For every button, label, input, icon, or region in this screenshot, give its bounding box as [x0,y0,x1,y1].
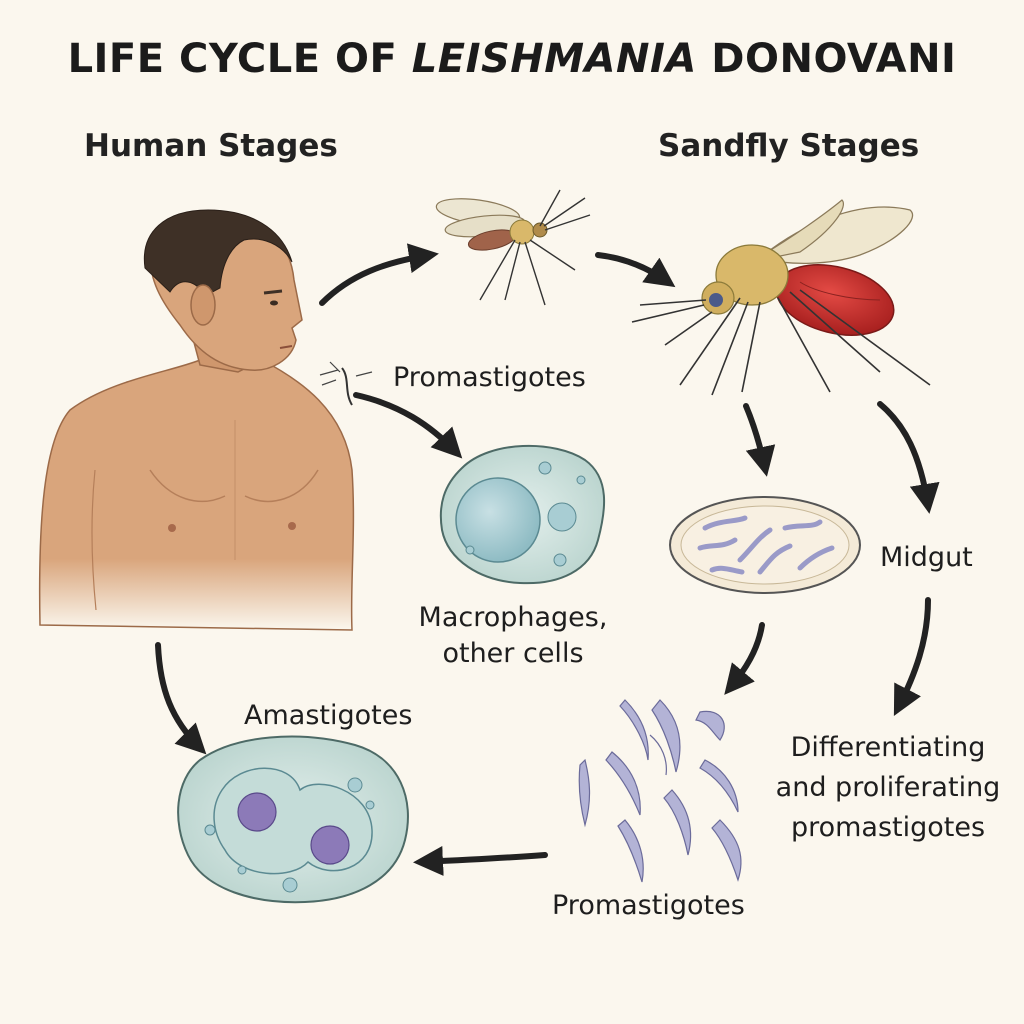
arrow-human-to-small-fly [319,243,439,306]
title-species: DONOVANI [711,36,957,82]
section-sandfly-stages: Sandfly Stages [658,128,920,164]
arrow-human-to-amastigote [155,642,207,755]
label-differentiating: Differentiating and proliferating promas… [762,728,1014,848]
label-differentiating-line2: and proliferating [775,772,1001,803]
section-human-stages: Human Stages [84,128,338,164]
amastigote-cell [177,735,409,904]
arrow-small-fly-to-large-fly [595,252,676,288]
label-midgut: Midgut [880,542,973,573]
label-promastigotes-injected: Promastigotes [393,362,586,393]
title-genus: LEISHMANIA [411,36,697,82]
arrow-large-fly-down-right [877,401,940,514]
arrow-right-to-differentiating [893,597,931,717]
page-title: LIFE CYCLE OF LEISHMANIA DONOVANI [0,36,1024,82]
label-macrophages: Macrophages, other cells [400,600,626,672]
macrophage-cell [439,444,606,585]
label-macrophages-line1: Macrophages, [418,602,608,633]
small-sandfly-icon [435,189,591,306]
label-amastigotes: Amastigotes [244,700,413,731]
injected-promastigote-icon [319,361,373,406]
arrow-midgut-to-promastigotes [724,622,765,695]
human-figure [38,209,355,631]
promastigote-cluster [578,699,742,883]
label-differentiating-line3: promastigotes [790,812,986,843]
arrow-promastigote-to-macrophage [353,392,463,459]
arrow-promastigotes-to-amastigote [413,846,548,877]
label-differentiating-line1: Differentiating [790,732,986,763]
label-macrophages-line2: other cells [442,638,584,669]
large-sandfly-icon [631,199,931,396]
arrow-large-fly-to-midgut [743,403,776,477]
midgut-oval [669,496,861,594]
cycle-arrows [155,243,940,877]
title-prefix: LIFE CYCLE OF [67,36,398,82]
label-promastigotes-bottom: Promastigotes [552,890,745,921]
